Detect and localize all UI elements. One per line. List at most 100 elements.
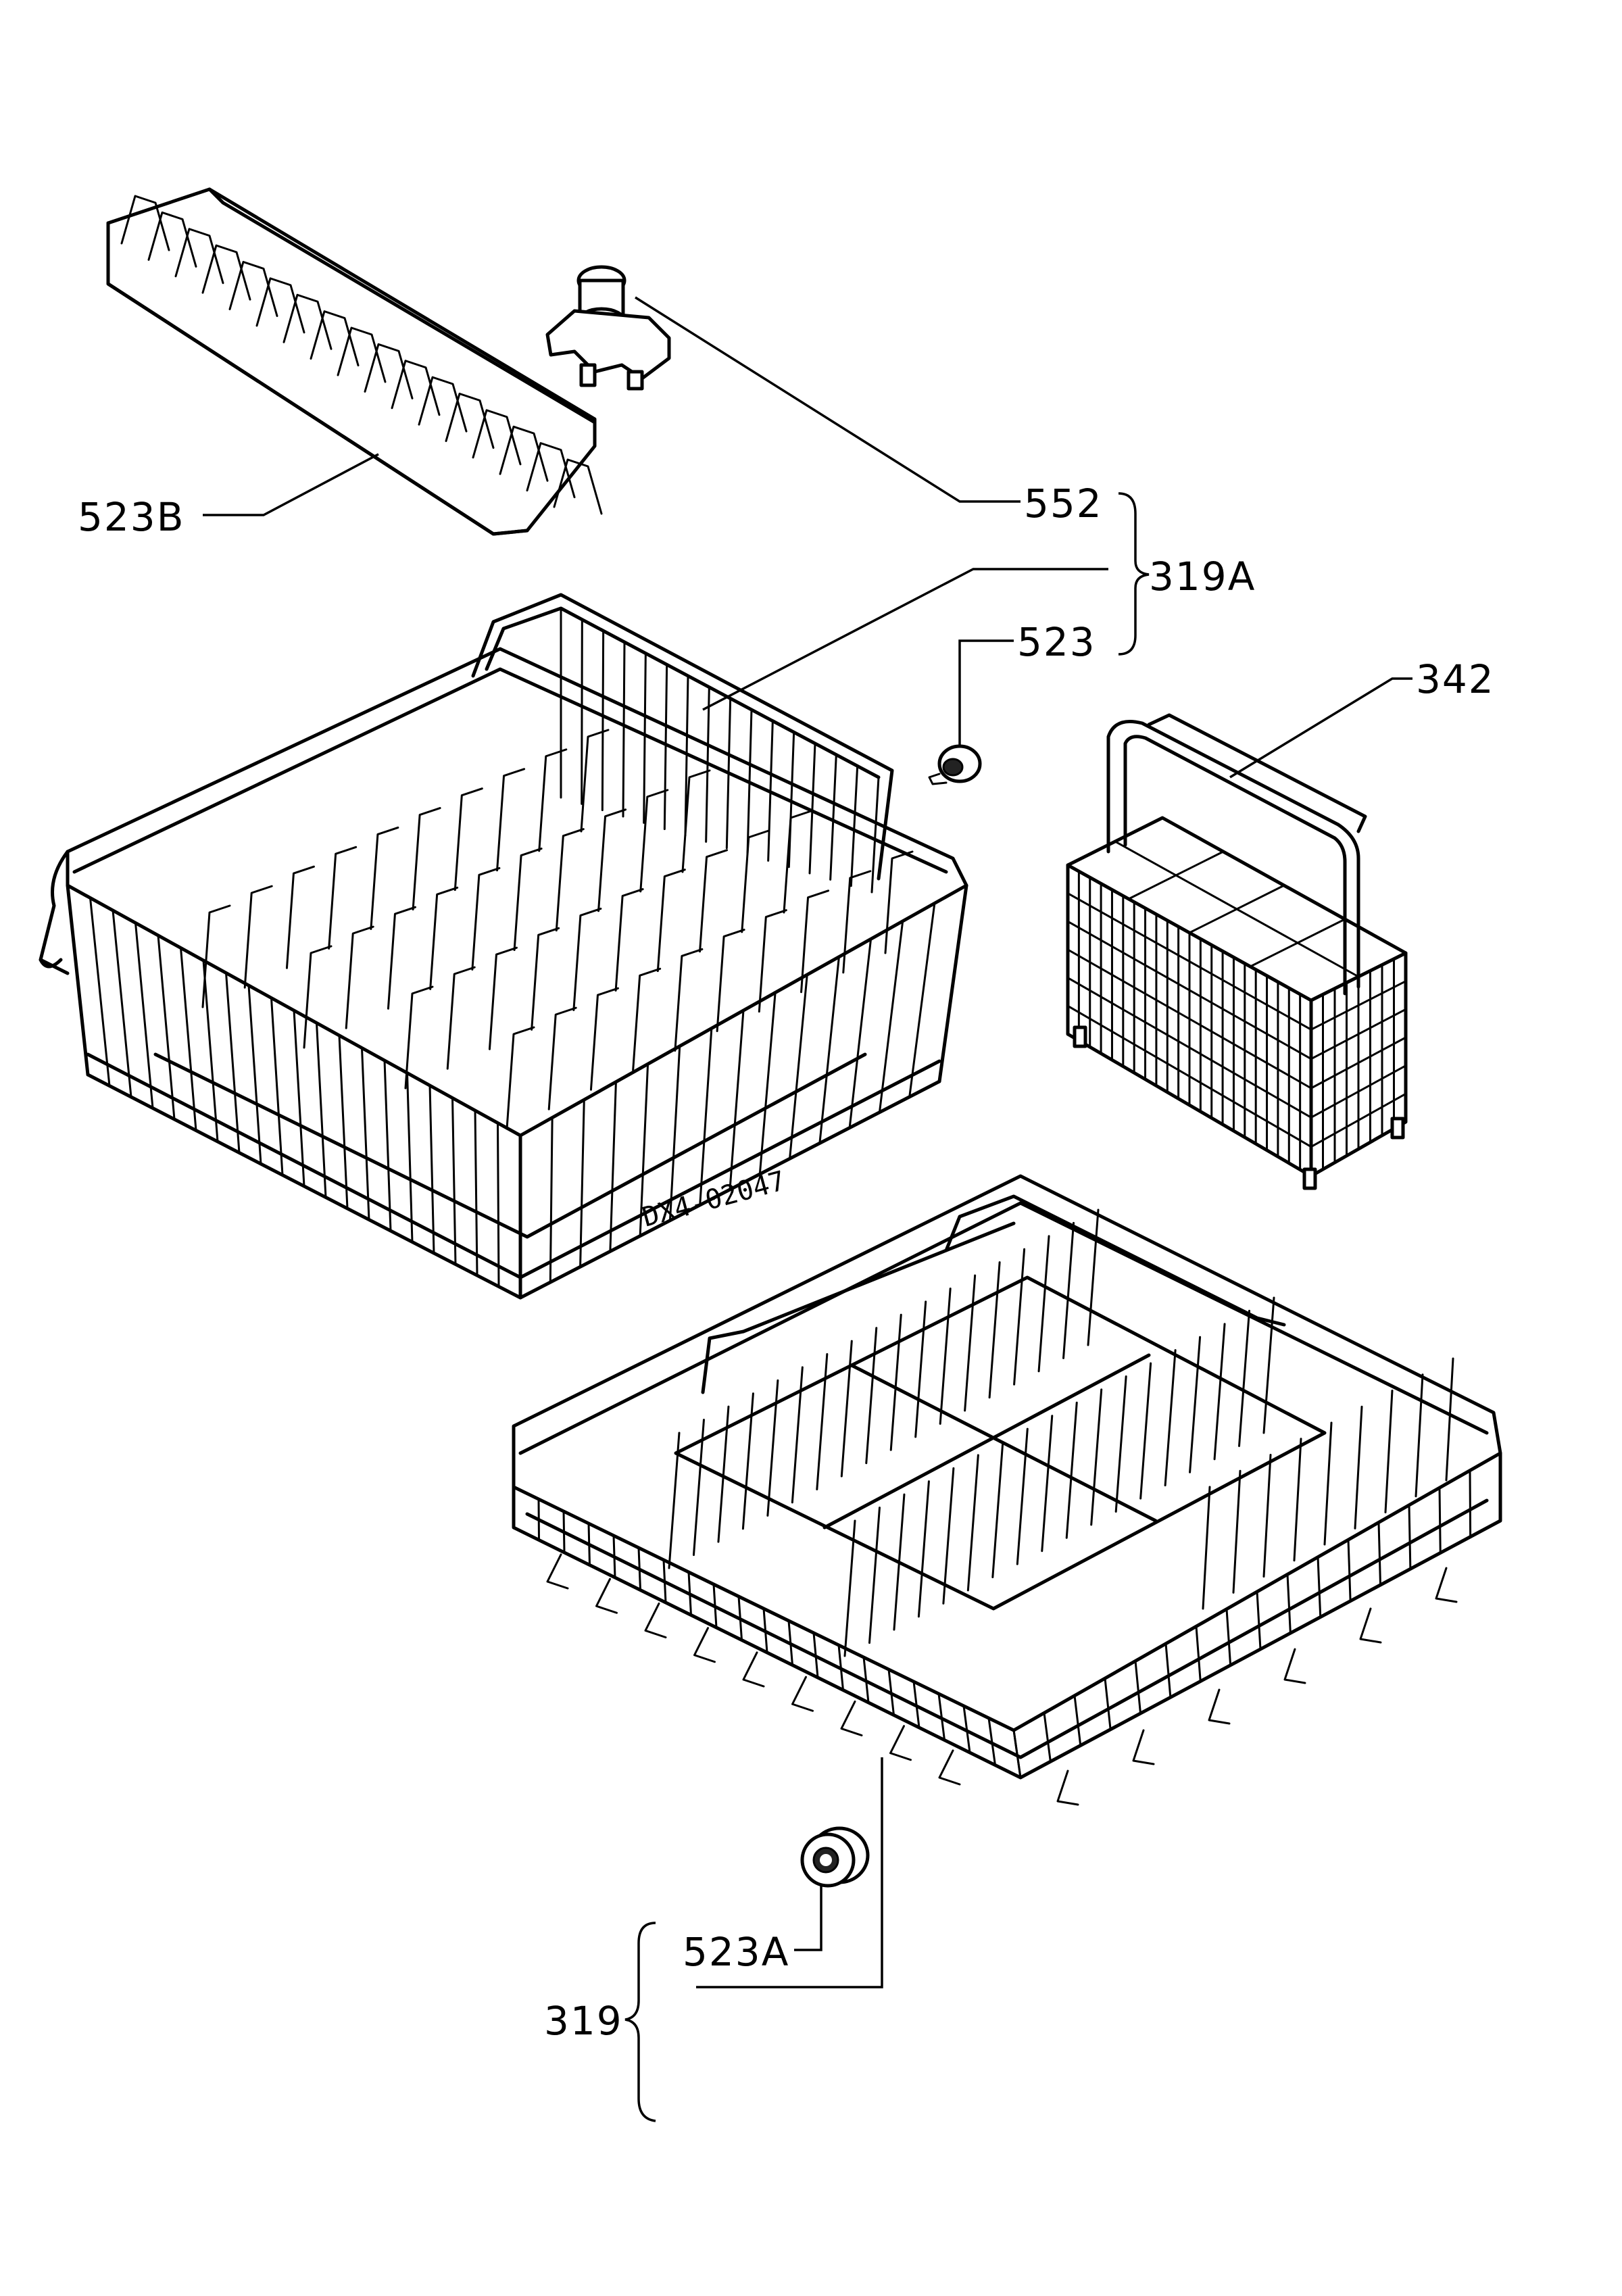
upper-wire (225, 972, 241, 1154)
upper-tine (285, 865, 315, 969)
upper-back-wire (601, 629, 605, 812)
upper-wire (406, 1072, 414, 1243)
upper-tine (716, 929, 745, 1033)
lower-wire (1012, 1729, 1022, 1779)
upper-tine (496, 768, 526, 872)
upper-tine (328, 846, 358, 950)
lower-tine (1139, 1362, 1152, 1500)
upper-tine (884, 850, 914, 954)
lower-tine (1016, 1427, 1029, 1565)
upper-tine (681, 769, 711, 873)
lower-tine (1189, 1336, 1202, 1473)
lower-tine (966, 1454, 979, 1592)
upper-wire (789, 973, 808, 1160)
lower-tine (1164, 1349, 1177, 1487)
lower-wire (1317, 1556, 1322, 1618)
upper-wire (112, 909, 132, 1098)
lower-tine (1415, 1373, 1424, 1498)
upper-back-wire (684, 675, 689, 837)
upper-wire (497, 1122, 500, 1288)
lower-tine (1202, 1486, 1211, 1610)
upper-tine (580, 729, 610, 833)
upper-tine (741, 829, 770, 933)
lower-tine (893, 1493, 906, 1631)
lower-tine (1114, 1375, 1127, 1513)
upper-wire (908, 902, 936, 1098)
lower-tine (942, 1467, 955, 1605)
lower-tine (1087, 1208, 1100, 1346)
lower-tine (868, 1507, 881, 1644)
upper-wire (549, 1117, 554, 1284)
lower-wire (787, 1619, 793, 1666)
upper-wire (474, 1109, 478, 1277)
lower-tine (766, 1379, 779, 1517)
lower-tine (1037, 1235, 1050, 1373)
upper-tine (446, 966, 476, 1070)
lower-tine (816, 1353, 829, 1491)
lower-foot (889, 1725, 912, 1761)
brace-319 (624, 1922, 656, 2122)
upper-wire (609, 1081, 617, 1252)
lower-wire (1164, 1642, 1172, 1699)
upper-tine (656, 869, 686, 973)
lower-foot (644, 1603, 667, 1638)
basket-slat (1066, 1004, 1312, 1148)
upper-tine (632, 967, 662, 1071)
lower-tine (917, 1480, 930, 1618)
rail-tooth (282, 293, 333, 350)
upper-wire (579, 1098, 585, 1268)
upper-back-wire (746, 708, 753, 856)
upper-wire (668, 1045, 681, 1222)
lower-wire (912, 1680, 920, 1729)
upper-tine (800, 889, 830, 994)
callout-552: 552 (1024, 481, 1103, 527)
rail-tooth (310, 310, 360, 367)
upper-wire (639, 1062, 649, 1238)
lower-wire (887, 1668, 895, 1716)
upper-tine (758, 909, 787, 1013)
upper-back-wire (767, 720, 774, 862)
lower-foot (1435, 1567, 1458, 1603)
lower-foot (742, 1651, 765, 1688)
rail-tooth (472, 409, 522, 466)
lower-wire (1104, 1677, 1112, 1731)
lower-tine (865, 1327, 878, 1465)
lower-wire (1469, 1469, 1472, 1538)
wheel-523a (800, 1826, 870, 1888)
lower-basket-319 (512, 1174, 1502, 1806)
basket-slat (1066, 892, 1312, 1031)
lower-tine (741, 1392, 754, 1530)
lower-wire (662, 1559, 667, 1604)
rail-tooth (120, 195, 170, 251)
upper-wire (428, 1084, 435, 1254)
basket-slat (1066, 948, 1312, 1090)
upper-wire (699, 1027, 713, 1206)
basket-slat (1066, 977, 1312, 1119)
upper-wire (383, 1059, 392, 1232)
rail-tooth (553, 458, 603, 515)
upper-tine (674, 948, 704, 1052)
lower-foot (840, 1701, 863, 1736)
lower-foot (1132, 1729, 1155, 1765)
callout-342: 342 (1416, 656, 1495, 702)
lower-wire (1134, 1660, 1141, 1715)
drawing-code: DX4-02047 (639, 1165, 789, 1234)
lower-wire (1408, 1504, 1412, 1570)
lower-tine (1238, 1309, 1251, 1447)
lower-tine (717, 1405, 730, 1543)
upper-tine (429, 886, 459, 990)
upper-wire (270, 997, 284, 1176)
lower-foot (546, 1553, 569, 1590)
callout-319a: 319A (1149, 554, 1256, 600)
lower-tine (1213, 1323, 1226, 1461)
upper-wire (293, 1009, 305, 1188)
upper-tine (547, 1006, 577, 1110)
lower-wire (1073, 1694, 1082, 1747)
rail-tooth (255, 277, 305, 334)
lower-tine (1232, 1469, 1242, 1594)
lower-tine (1445, 1357, 1454, 1482)
upper-back-wire (643, 652, 647, 824)
upper-tine (506, 1026, 535, 1130)
upper-wire (729, 1009, 745, 1191)
callout-523a: 523A (683, 1929, 789, 1975)
